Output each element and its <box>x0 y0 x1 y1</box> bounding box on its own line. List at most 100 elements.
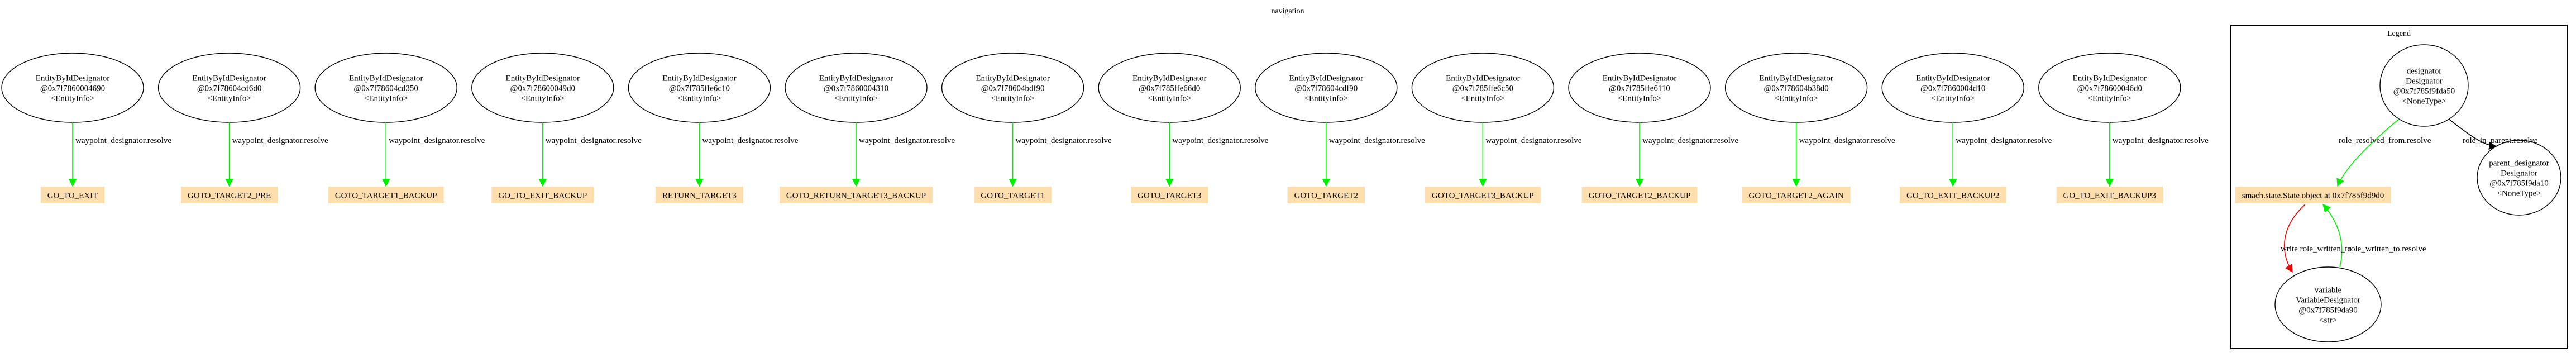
state-node-label: GOTO_RETURN_TARGET3_BACKUP <box>786 191 926 200</box>
legend-edge-write <box>2283 204 2306 273</box>
designator-text: EntityByIdDesignator@0x7f78600049d0<Enti… <box>506 74 580 103</box>
designator-column: EntityByIdDesignator@0x7f785ffe66d0<Enti… <box>1098 53 1269 203</box>
resolve-edge-label: waypoint_designator.resolve <box>1956 136 2052 145</box>
designator-text-line: <EntityInfo> <box>1774 94 1818 103</box>
designator-text-line: EntityByIdDesignator <box>1132 74 1206 83</box>
designator-text-line: <EntityInfo> <box>677 94 721 103</box>
designator-text: EntityByIdDesignator@0x7f7860004310<Enti… <box>819 74 893 103</box>
designator-column: EntityByIdDesignator@0x7f7860004d10<Enti… <box>1881 53 2052 203</box>
designator-text-line: <EntityInfo> <box>991 94 1035 103</box>
designator-text-line: EntityByIdDesignator <box>1759 74 1833 83</box>
designator-text-line: @0x7f785ffe66d0 <box>1139 84 1200 93</box>
resolve-edge-label: waypoint_designator.resolve <box>2113 136 2209 145</box>
designator-text-line: <EntityInfo> <box>2088 94 2132 103</box>
legend-state-node-box <box>2235 187 2391 203</box>
resolve-edge-label: waypoint_designator.resolve <box>1172 136 1268 145</box>
legend-parent-text-line: <NoneType> <box>2497 189 2541 198</box>
designator-text-line: @0x7f78604cd6d0 <box>197 84 261 93</box>
designator-text-line: EntityByIdDesignator <box>662 74 736 83</box>
designator-text: EntityByIdDesignator@0x7f785ffe6c50<Enti… <box>1446 74 1519 103</box>
state-node-box <box>1131 187 1208 203</box>
legend-state-node-label: smach.state.State object at 0x7f785f9d9d… <box>2242 191 2384 200</box>
designator-text: EntityByIdDesignator@0x7f785ffe6110<Enti… <box>1603 74 1676 103</box>
state-node-box <box>1425 187 1541 203</box>
state-node-label: GOTO_TARGET2_BACKUP <box>1589 191 1691 200</box>
designator-column: EntityByIdDesignator@0x7f7860004310<Enti… <box>779 53 955 203</box>
resolve-edge-label: waypoint_designator.resolve <box>232 136 328 145</box>
resolve-edge-label: waypoint_designator.resolve <box>75 136 171 145</box>
legend-parent-text-line: parent_designator <box>2489 159 2549 168</box>
state-node-box <box>779 187 933 203</box>
state-node-label: GOTO_TARGET2_PRE <box>188 191 271 200</box>
state-node-label: GO_TO_EXIT_BACKUP2 <box>1906 191 1999 200</box>
legend-parent-text-line: Designator <box>2501 169 2537 178</box>
state-node-label: GOTO_TARGET1 <box>981 191 1044 200</box>
legend-parent-node <box>2477 140 2561 216</box>
designator-text-line: EntityByIdDesignator <box>506 74 580 83</box>
designator-text: EntityByIdDesignator@0x7f7860004d10<Enti… <box>1916 74 1990 103</box>
designator-column: EntityByIdDesignator@0x7f785ffe6110<Enti… <box>1568 53 1738 203</box>
designator-column: EntityByIdDesignator@0x7f785ffe6c50<Enti… <box>1411 53 1582 203</box>
state-node: RETURN_TARGET3 <box>655 187 743 203</box>
legend-edge-role-in-parent-label: role_in_parent.resolve <box>2463 136 2538 145</box>
legend-state-node: smach.state.State object at 0x7f785f9d9d… <box>2235 187 2391 203</box>
state-node-box <box>40 187 105 203</box>
designator-text-line: <EntityInfo> <box>1148 94 1192 103</box>
designator-column: EntityByIdDesignator@0x7f78604b38d0<Enti… <box>1724 53 1895 203</box>
state-node-box <box>2056 187 2163 203</box>
state-node-box <box>974 187 1052 203</box>
state-node: GOTO_TARGET2_PRE <box>180 187 278 203</box>
designator-text-line: EntityByIdDesignator <box>1446 74 1519 83</box>
designator-text-line: <EntityInfo> <box>1461 94 1505 103</box>
legend-designator-text-line: Designator <box>2406 77 2443 85</box>
designator-column: EntityByIdDesignator@0x7f78604bdf90<Enti… <box>941 53 1112 203</box>
state-node-label: GOTO_TARGET1_BACKUP <box>335 191 437 200</box>
designator-text: EntityByIdDesignator@0x7f78604cd350<Enti… <box>349 74 423 103</box>
legend-parent-text-line: @0x7f785f9da10 <box>2489 179 2548 188</box>
state-node: GOTO_TARGET2_AGAIN <box>1742 187 1851 203</box>
resolve-edge-label: waypoint_designator.resolve <box>1485 136 1581 145</box>
state-node-label: RETURN_TARGET3 <box>662 191 737 200</box>
state-node: GO_TO_EXIT_BACKUP3 <box>2056 187 2163 203</box>
state-node: GOTO_TARGET3 <box>1131 187 1208 203</box>
designator-text-line: @0x7f7860004690 <box>40 84 105 93</box>
resolve-edge-label: waypoint_designator.resolve <box>1642 136 1738 145</box>
state-node-label: GOTO_TARGET2 <box>1294 191 1358 200</box>
state-node-label: GO_TO_EXIT_BACKUP3 <box>2063 191 2156 200</box>
state-node: GOTO_RETURN_TARGET3_BACKUP <box>779 187 933 203</box>
state-node-label: GOTO_TARGET3 <box>1138 191 1201 200</box>
designator-column: EntityByIdDesignator@0x7f78604cdf90<Enti… <box>1255 53 1425 203</box>
state-node: GO_TO_EXIT_BACKUP <box>491 187 594 203</box>
state-node: GOTO_TARGET3_BACKUP <box>1425 187 1541 203</box>
legend-edge-write-label: write role_written_to <box>2281 245 2352 254</box>
designator-text-line: EntityByIdDesignator <box>2073 74 2147 83</box>
designator-text-line: @0x7f78604cd350 <box>353 84 418 93</box>
designator-text-line: @0x7f785ffe6c50 <box>1452 84 1513 93</box>
designator-text-line: <EntityInfo> <box>1304 94 1349 103</box>
state-node-label: GO_TO_EXIT_BACKUP <box>498 191 587 200</box>
resolve-edge-label: waypoint_designator.resolve <box>1016 136 1112 145</box>
legend-designator-text-line: designator <box>2407 66 2441 75</box>
state-node-box <box>1742 187 1851 203</box>
state-node: GOTO_TARGET1_BACKUP <box>328 187 444 203</box>
designator-text-line: EntityByIdDesignator <box>1289 74 1363 83</box>
designator-text-line: EntityByIdDesignator <box>349 74 423 83</box>
designator-text-line: @0x7f78604b38d0 <box>1763 84 1828 93</box>
designator-text-line: EntityByIdDesignator <box>1916 74 1990 83</box>
legend-designator-text-line: @0x7f785f9fda50 <box>2393 87 2455 96</box>
legend-edge-role-written <box>2322 203 2343 268</box>
designator-text: EntityByIdDesignator@0x7f78604cdf90<Enti… <box>1289 74 1363 103</box>
designator-text: EntityByIdDesignator@0x7f785ffe6c10<Enti… <box>662 74 736 103</box>
state-node: GO_TO_EXIT <box>40 187 105 203</box>
legend-designator-text-line: <NoneType> <box>2402 97 2446 106</box>
resolve-edge-label: waypoint_designator.resolve <box>702 136 798 145</box>
resolve-edge-label: waypoint_designator.resolve <box>389 136 485 145</box>
designator-text-line: EntityByIdDesignator <box>976 74 1049 83</box>
designator-text-line: @0x7f785ffe6c10 <box>669 84 730 93</box>
designator-text-line: @0x7f78604bdf90 <box>981 84 1045 93</box>
designator-column: EntityByIdDesignator@0x7f78604cd6d0<Enti… <box>157 53 328 203</box>
